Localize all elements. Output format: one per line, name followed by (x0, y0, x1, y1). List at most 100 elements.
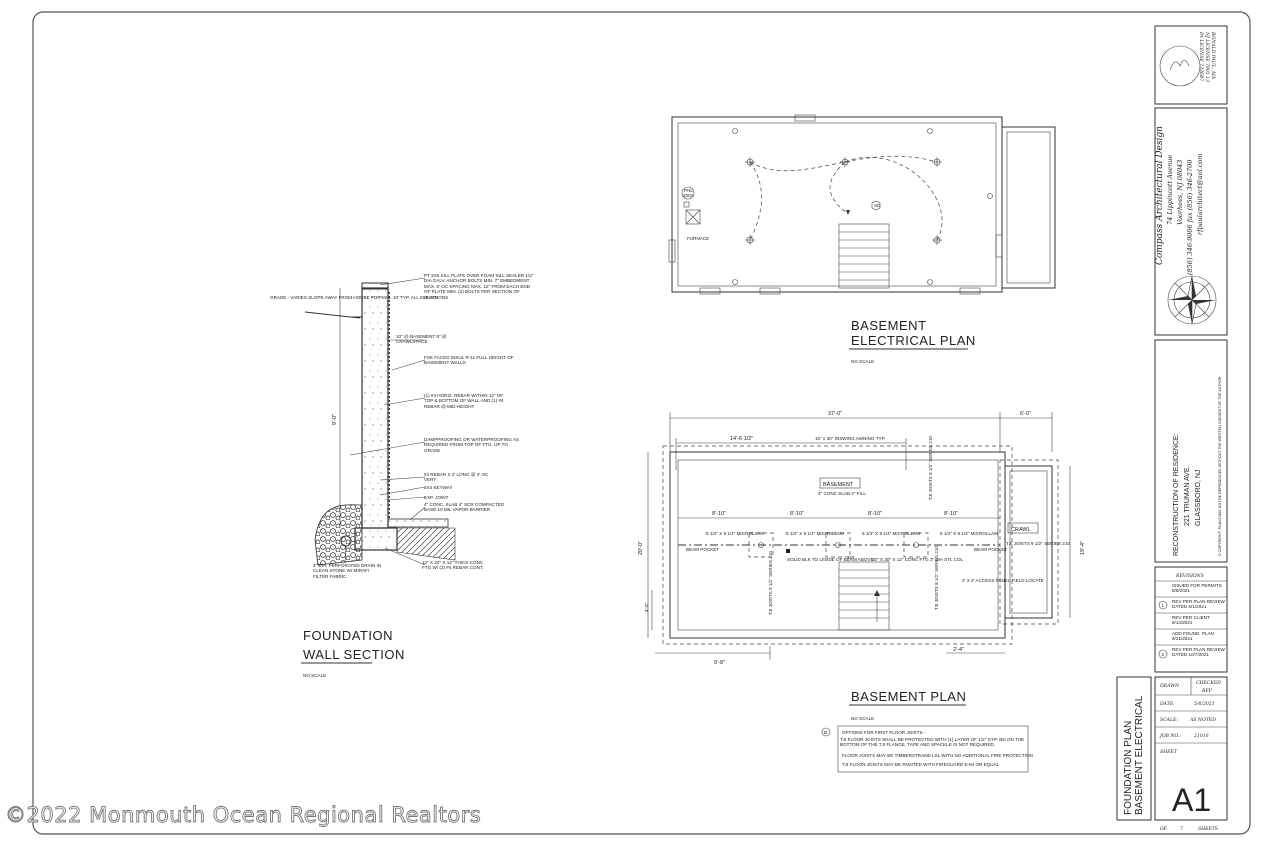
dim-window: 16" x 30" INSWING AWNING TYP. (815, 436, 885, 441)
dim-left-low: 4'-0" (644, 602, 649, 612)
job-value: 21016 (1193, 733, 1209, 739)
joist-note-0: OPTIONS FOR FIRST FLOOR JOISTS - (842, 730, 926, 735)
sheet-number: A1 (1172, 782, 1211, 818)
scale-label: SCALE: (1160, 717, 1178, 723)
dim-left: 14'-6 1/2" (730, 436, 753, 442)
outlet-icon (732, 128, 993, 285)
furnace-label: FURNACE (687, 236, 709, 241)
job-label: JOB NO.: (1159, 733, 1181, 739)
joists-note-vertical: TJI JOISTS 9 1/2" SERIES 210 (928, 436, 933, 500)
joist-note-3: TJI FLOOR JOISTS MAY BE PAINTED WITH FIR… (842, 762, 1000, 767)
svg-text:SD: SD (874, 203, 881, 208)
dim-total: 37'-0" (828, 411, 842, 417)
date-label: DATE: (1159, 701, 1175, 707)
svg-text:200A: 200A (683, 193, 695, 198)
smoke-detector-icon: SD (871, 200, 881, 211)
checked-label: CHECKED (1196, 680, 1221, 686)
keyway-note: 2X4 KEYWAY (424, 485, 453, 490)
basement-plan: 37'-0" 6'-0" 14'-6 1/2" 16" x 30" INSWIN… (638, 411, 1086, 773)
electrical-plan-stairs (838, 223, 890, 289)
revision-entry: REV PER CLIENT 6/14/2021 (1172, 615, 1210, 626)
joists-note-vertical: TJI JOISTS 9 1/2" SERIES 210 (934, 546, 939, 610)
sheet-label: SHEET (1160, 749, 1178, 755)
wall-height-dim: 9'-0" (332, 414, 338, 425)
drain-note: 4" DIA. PERFORATED DRAIN IN CLEAN STONE … (313, 563, 382, 579)
span-label: 8'-10" (712, 511, 726, 517)
dim-depth: 20'-0" (638, 541, 644, 555)
footing-note: 12" X 24" X 12" THICK CONC FTG W/ (2) #4… (422, 560, 484, 571)
scale-value: AS NOTED (1189, 717, 1216, 723)
basement-plan-title: BASEMENT PLAN (851, 689, 966, 704)
revision-entry: ISSUED FOR PERMITS 5/6/2021 (1172, 583, 1222, 594)
rebar-note: (1) #4 HORIZ. REBAR WITHIN 12" OF TOP & … (424, 393, 504, 409)
date-value: 5/6/2021 (1194, 701, 1215, 707)
beam-pocket-label: BEAM POCKET (974, 547, 1007, 552)
microlam-label: 5 1/4" X 9 1/4" MICROLLAM (706, 531, 764, 536)
revision-marker: 2 (1162, 652, 1165, 657)
panel-icon: PNL 200A (681, 186, 695, 208)
joists-note-vertical: TJI JOISTS 9 1/2" SERIES 210 (768, 551, 773, 615)
dim-side: 6'-0" (1020, 411, 1031, 417)
dampproofing-note: DAMPPROOFING OR WATERPROOFING AS REQUIRE… (424, 437, 519, 453)
basement-plan-scale: NO SCALE (851, 716, 874, 721)
compass-rose-icon (1167, 275, 1217, 325)
slab-label: 4" CONC SLAB 4" FILL (818, 491, 866, 496)
architect-seal-text: RONALD PAUL, AIA NJ LICENSE 7905 13 PA L… (1198, 31, 1216, 84)
joist-note-1: TJI FLOOR JOISTS SHALL BE PROTECTED WITH… (840, 737, 1025, 747)
microlam-label: 5 1/4" X 9 1/4" MICROLLAM (940, 531, 998, 536)
revision-entry: ADD FOUND. PLAN 8/21/2021 (1172, 631, 1214, 642)
basement-electrical-plan: SD PNL 200A FURNACE BASEMENT ELECTRICAL … (668, 114, 1056, 364)
wall-section-scale: NO SCALE (303, 673, 326, 678)
dim-bottom-right: 2'-4" (953, 647, 964, 653)
room-crawl: CRAWL (1011, 527, 1031, 533)
foundation-wall-section: 9'-0" GRADE - VARIES SLOPE AWAY FROM HOU… (270, 273, 534, 678)
insulation-note: FSK FACED INSUL R-11 FULL HEIGHT OF BASE… (424, 355, 514, 366)
of-label: OF (1160, 826, 1168, 832)
copyright-watermark: ©2022 Monmouth Ocean Regional Realtors (5, 803, 481, 827)
slab-note: 4" CONC. SLAB 4" SCR COMPACTED BASE 10 M… (424, 502, 504, 513)
checked-value: RFP (1201, 688, 1213, 694)
dim-depth2: 19'-4" (1080, 541, 1086, 555)
revision-marker: 1 (1162, 603, 1165, 608)
title-block: RONALD PAUL, AIA NJ LICENSE 7905 13 PA L… (1116, 25, 1228, 832)
furnace-icon (685, 209, 701, 225)
solid-blocking-label: SOLID BLK TO U/SIDE OF BEAM ABOVE (787, 557, 874, 562)
electrical-plan-title: BASEMENT ELECTRICAL PLAN (851, 318, 976, 348)
room-basement: BASEMENT (823, 482, 854, 488)
wall-section-title: FOUNDATION WALL SECTION (303, 628, 405, 662)
architect-seal-icon (1159, 45, 1201, 87)
sheets-label: SHEETS (1198, 826, 1218, 832)
copyright-note: © COPYRIGHT. PLANS MAY NOT BE REPRODUCED… (1218, 376, 1222, 556)
joist-note-2: FLOOR JOISTS MAY BE TIMBERSTRAND LSL WIT… (842, 753, 1033, 758)
access-panel-label: 2' X 3' ACCESS PANEL FIELD LOCATE (962, 578, 1044, 583)
electrical-plan-scale: NO SCALE (851, 359, 874, 364)
revision-entry: REV PER PLAN REVIEW DATED 10/7/2021 (1172, 647, 1225, 658)
of-value: 7 (1180, 826, 1183, 832)
dim-bottom-left: 9'-8" (714, 660, 725, 666)
microlam-label: 5 1/4" X 9 1/4" MICROLLAM (786, 531, 844, 536)
vertical-rebar-note: #4 REBAR X 2' LONG @ 4' OC VERT. (424, 472, 489, 483)
sill-plate-note: PT 2X6 SILL PLATE OVER FOAM SILL SEALER … (424, 273, 534, 300)
firm-info: Compass Architectural Design 74 Lippinco… (1147, 121, 1204, 275)
span-label: 8'-10" (868, 511, 882, 517)
basement-stairs (838, 561, 890, 631)
joists-note: TJI JOISTS 9 1/2" SERIES 210 (1006, 541, 1070, 546)
sheet-border (32, 11, 1251, 835)
microlam-label: 5 1/4" X 9 1/4" MICROLLAM (862, 531, 920, 536)
note-bubble: B (824, 730, 827, 735)
project-info: RECONSTRUCTION OF RESIDENCE: 221 TRUMAN … (1173, 432, 1202, 556)
drawn-label: DRAWN (1159, 683, 1180, 689)
exp-joint-note: EXP. JOINT (424, 495, 449, 500)
column-label: 30" X 30" X 12" CONC FTG 3" DIA STL COL (872, 557, 964, 562)
column-footing (748, 532, 929, 558)
span-label: 8'-10" (790, 511, 804, 517)
revisions-title: REVISIONS (1175, 573, 1204, 579)
revision-entry: REV PER PLAN REVIEW DATED 6/1/2021 (1172, 599, 1225, 610)
beam-pocket-label: BEAM POCKET (686, 547, 719, 552)
stair-up-label: UP (848, 555, 854, 560)
svg-text:PNL: PNL (684, 188, 693, 193)
grade-note: GRADE - VARIES SLOPE AWAY FROM HOUSE FOR… (270, 295, 448, 300)
wall-thickness-note: 10" @ BASEMENT 8" @ CRAWLSPACE (396, 334, 447, 345)
span-label: 8'-10" (944, 511, 958, 517)
